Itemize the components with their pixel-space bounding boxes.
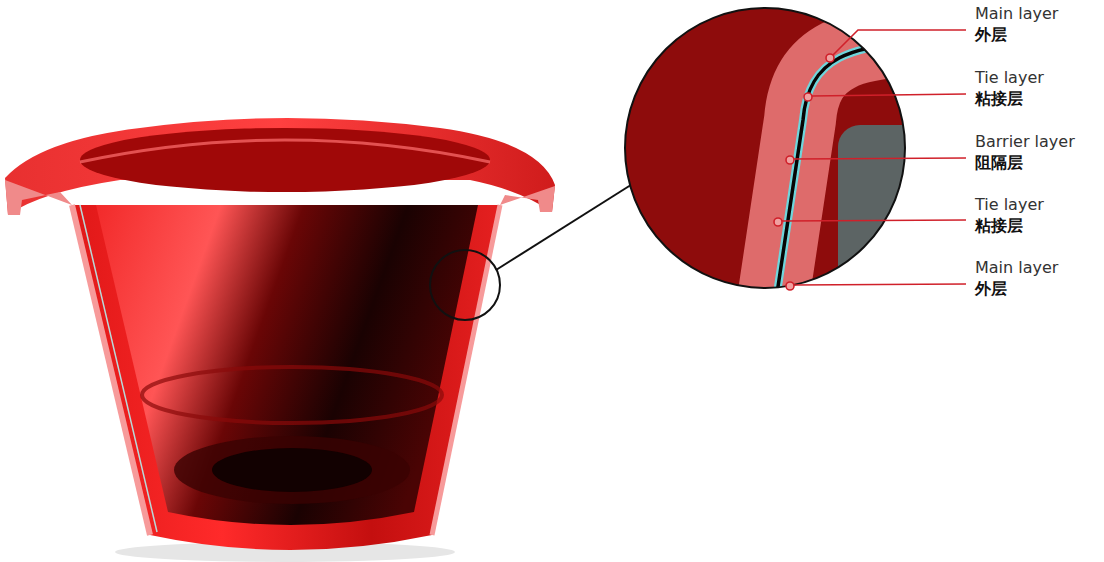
flange (5, 118, 555, 215)
magnifier-circle (625, 8, 905, 288)
leader-line (833, 30, 966, 55)
cup-opening (80, 128, 490, 192)
leader-dots (774, 54, 834, 290)
zoom-marker (430, 250, 500, 320)
cup-interior (96, 205, 478, 525)
layer-name-chinese: 阻隔层 (975, 153, 1023, 173)
leader-dot (774, 218, 782, 226)
cup-wall (72, 205, 500, 550)
leader-dot (786, 156, 794, 164)
cut-layer (80, 205, 157, 532)
cut-edge (72, 205, 150, 535)
layer-name-chinese: 粘接层 (975, 89, 1023, 109)
cup-bottom (174, 436, 410, 504)
layer-name: Barrier layer (975, 132, 1075, 152)
leader-lines (782, 30, 966, 285)
barrier-layer (773, 42, 940, 320)
flange-cut (500, 186, 555, 212)
layer-name: Tie layer (975, 195, 1044, 215)
leader-line (812, 94, 966, 96)
rim-highlight (80, 140, 490, 162)
tie-layer (773, 42, 940, 320)
cup (5, 118, 634, 562)
layer-name-chinese: 外层 (975, 279, 1007, 299)
layer-name-chinese: 外层 (975, 25, 1007, 45)
leader-dot (826, 54, 834, 62)
cup-bottom-inner (212, 448, 372, 492)
zoom-line (496, 183, 634, 270)
leader-dot (804, 93, 812, 101)
cup-ring (142, 367, 442, 423)
layer-name: Main layer (975, 4, 1058, 24)
layer-name-chinese: 粘接层 (975, 216, 1023, 236)
leader-line (794, 284, 966, 285)
leader-line (794, 158, 966, 159)
layer-name: Tie layer (975, 68, 1044, 88)
cut-edge (432, 205, 500, 535)
leader-dot (786, 282, 794, 290)
magnified-view (620, 0, 978, 345)
layer-name: Main layer (975, 258, 1058, 278)
leader-line (782, 220, 966, 221)
flange-cut (5, 180, 72, 215)
